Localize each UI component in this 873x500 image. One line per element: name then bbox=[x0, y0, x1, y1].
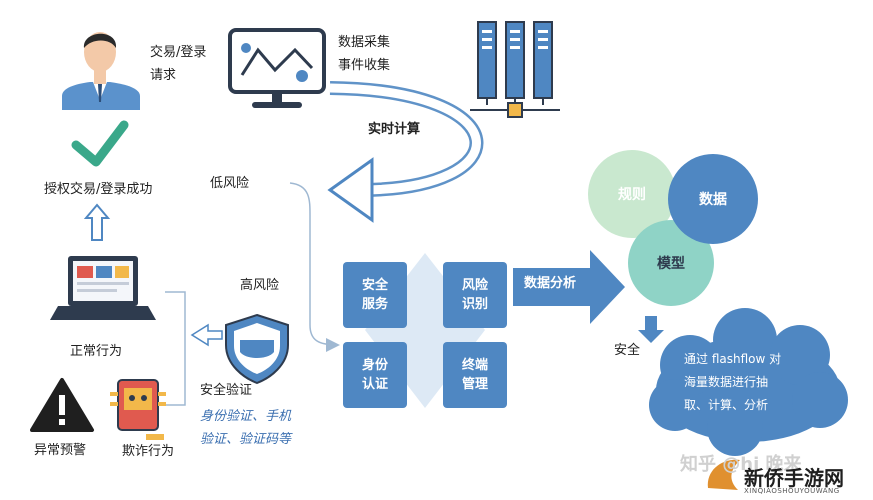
identity-auth-box: 身份 认证 bbox=[343, 342, 407, 408]
realtime-label: 实时计算 bbox=[368, 122, 421, 137]
terminal-manage-box: 终端 管理 bbox=[443, 342, 507, 408]
verify-methods-label: 身份验证、手机 验证、验证码等 bbox=[200, 409, 292, 447]
authorized-label: 授权交易/登录成功 bbox=[44, 182, 153, 197]
watermark-logo-icon bbox=[707, 459, 740, 490]
fraud-behavior-label: 欺诈行为 bbox=[122, 444, 175, 459]
brand-watermark: 新侨手游网 bbox=[744, 466, 844, 490]
data-circle: 数据 bbox=[668, 154, 758, 244]
normal-line bbox=[165, 291, 186, 406]
shield-icon bbox=[225, 313, 289, 385]
data-analysis-label: 数据分析 bbox=[524, 276, 577, 291]
risk-identify-box: 风险 识别 bbox=[443, 262, 507, 328]
request-label: 交易/登录 请求 bbox=[150, 45, 207, 83]
up-hollow-arrow bbox=[83, 203, 111, 241]
security-verify-label: 安全验证 bbox=[200, 383, 253, 398]
security-service-box: 安全 服务 bbox=[343, 262, 407, 328]
server-rack-icon bbox=[470, 21, 560, 118]
fraud-device-icon bbox=[110, 379, 166, 440]
check-icon bbox=[71, 120, 129, 167]
cloud-shape bbox=[649, 308, 848, 456]
warning-icon bbox=[30, 378, 94, 432]
abnormal-alert-label: 异常预警 bbox=[34, 443, 87, 458]
low-risk-line bbox=[289, 182, 339, 346]
monitor-icon bbox=[228, 28, 326, 108]
brand-sub-watermark: XINQIAOSHOUYOUWANG bbox=[744, 487, 840, 495]
laptop-icon bbox=[50, 256, 156, 320]
collect-label: 数据采集 事件收集 bbox=[338, 35, 391, 73]
data-analysis-arrow bbox=[513, 250, 625, 324]
verify-hollow-arrow bbox=[190, 323, 223, 347]
low-risk-label: 低风险 bbox=[210, 176, 250, 191]
zhihu-watermark: 知乎 @hi 晚来 bbox=[680, 454, 802, 475]
cloud-text: 通过 flashflow 对 海量数据进行抽 取、计算、分析 bbox=[684, 352, 782, 412]
normal-behavior-label: 正常行为 bbox=[70, 344, 123, 359]
user-avatar-icon bbox=[62, 32, 140, 110]
realtime-arrow-head bbox=[327, 157, 374, 223]
safe-label: 安全 bbox=[614, 343, 641, 358]
safe-down-arrow bbox=[638, 316, 664, 343]
high-risk-label: 高风险 bbox=[240, 278, 280, 293]
